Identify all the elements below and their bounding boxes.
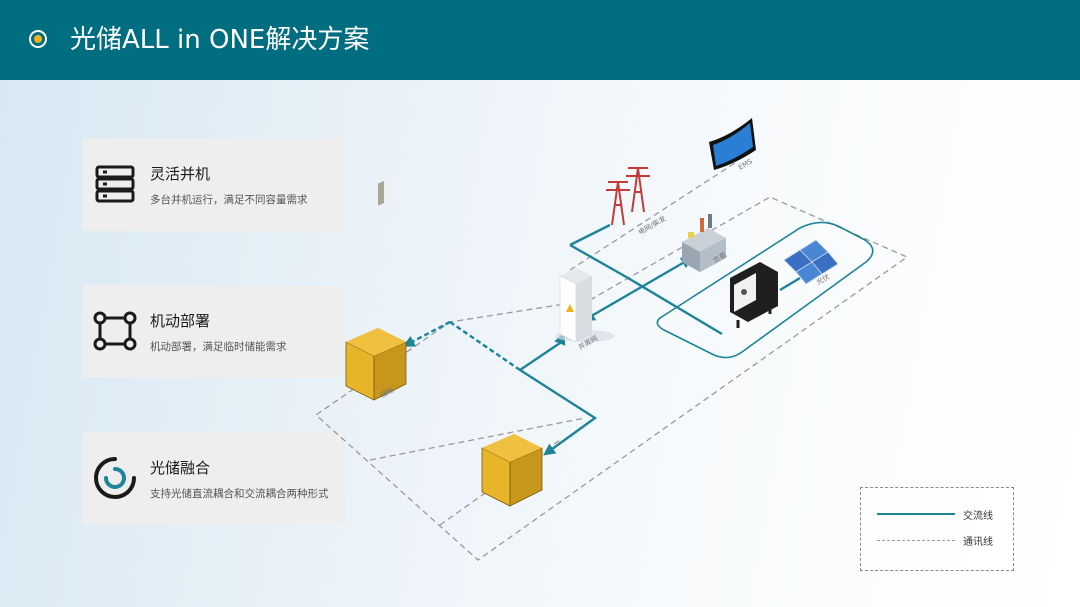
storage-cabinet-icon-upper	[345, 180, 407, 401]
feature-card-mobile-deploy: 机动部署 机动部署，满足临时储能需求	[82, 285, 345, 378]
legend-ac-line-swatch	[877, 513, 955, 515]
pv-panel-icon	[783, 239, 839, 285]
header-bar: 光储ALL in ONE解决方案	[0, 0, 1080, 80]
legend-comm-line-label: 通讯线	[963, 537, 993, 548]
pv-loop	[656, 221, 874, 359]
storage-cabinet-icon-lower	[481, 434, 543, 507]
server-stack-icon	[95, 165, 135, 203]
feature-desc: 支持光储直流耦合和交流耦合两种形式	[150, 488, 329, 500]
legend-ac-line-label: 交流线	[963, 511, 993, 522]
feature-desc: 多台并机运行，满足不同容量需求	[150, 194, 308, 206]
load-building-icon	[682, 214, 726, 272]
comm-line-storage	[369, 417, 586, 461]
ring-loop-icon	[94, 457, 136, 499]
network-nodes-icon	[93, 311, 137, 351]
feature-desc: 机动部署，满足临时储能需求	[150, 341, 287, 353]
page-title: 光储ALL in ONE解决方案	[70, 25, 370, 55]
feature-card-pv-storage-fusion: 光储融合 支持光储直流耦合和交流耦合两种形式	[82, 432, 345, 525]
target-icon	[29, 30, 47, 48]
ac-line-upper-storage-head	[402, 320, 451, 347]
diagram-legend: 交流线 通讯线	[860, 487, 1014, 571]
ac-lines	[402, 223, 801, 452]
feature-title: 灵活并机	[150, 165, 211, 183]
ac-line-inverter-pv	[779, 276, 801, 292]
feature-title: 光储融合	[150, 459, 211, 477]
feature-card-flexible-parallel: 灵活并机 多台并机运行，满足不同容量需求	[82, 138, 345, 231]
ac-line-upper-storage	[449, 321, 521, 371]
ems-monitor: EMS	[709, 118, 756, 172]
inverter-icon	[730, 262, 778, 328]
power-tower-icon	[606, 167, 650, 226]
legend-comm-line-swatch	[877, 540, 955, 541]
ac-line-load	[582, 256, 694, 322]
grid-tie-cabinet-icon	[555, 268, 615, 343]
comm-line-ems	[569, 162, 736, 271]
grid-label: 电网/柴发	[637, 214, 668, 237]
system-diagram: EMS 电网/柴发 负载 光伏 并离网	[314, 118, 909, 561]
feature-title: 机动部署	[150, 312, 211, 330]
ac-line-cabinet-storage	[519, 342, 598, 452]
